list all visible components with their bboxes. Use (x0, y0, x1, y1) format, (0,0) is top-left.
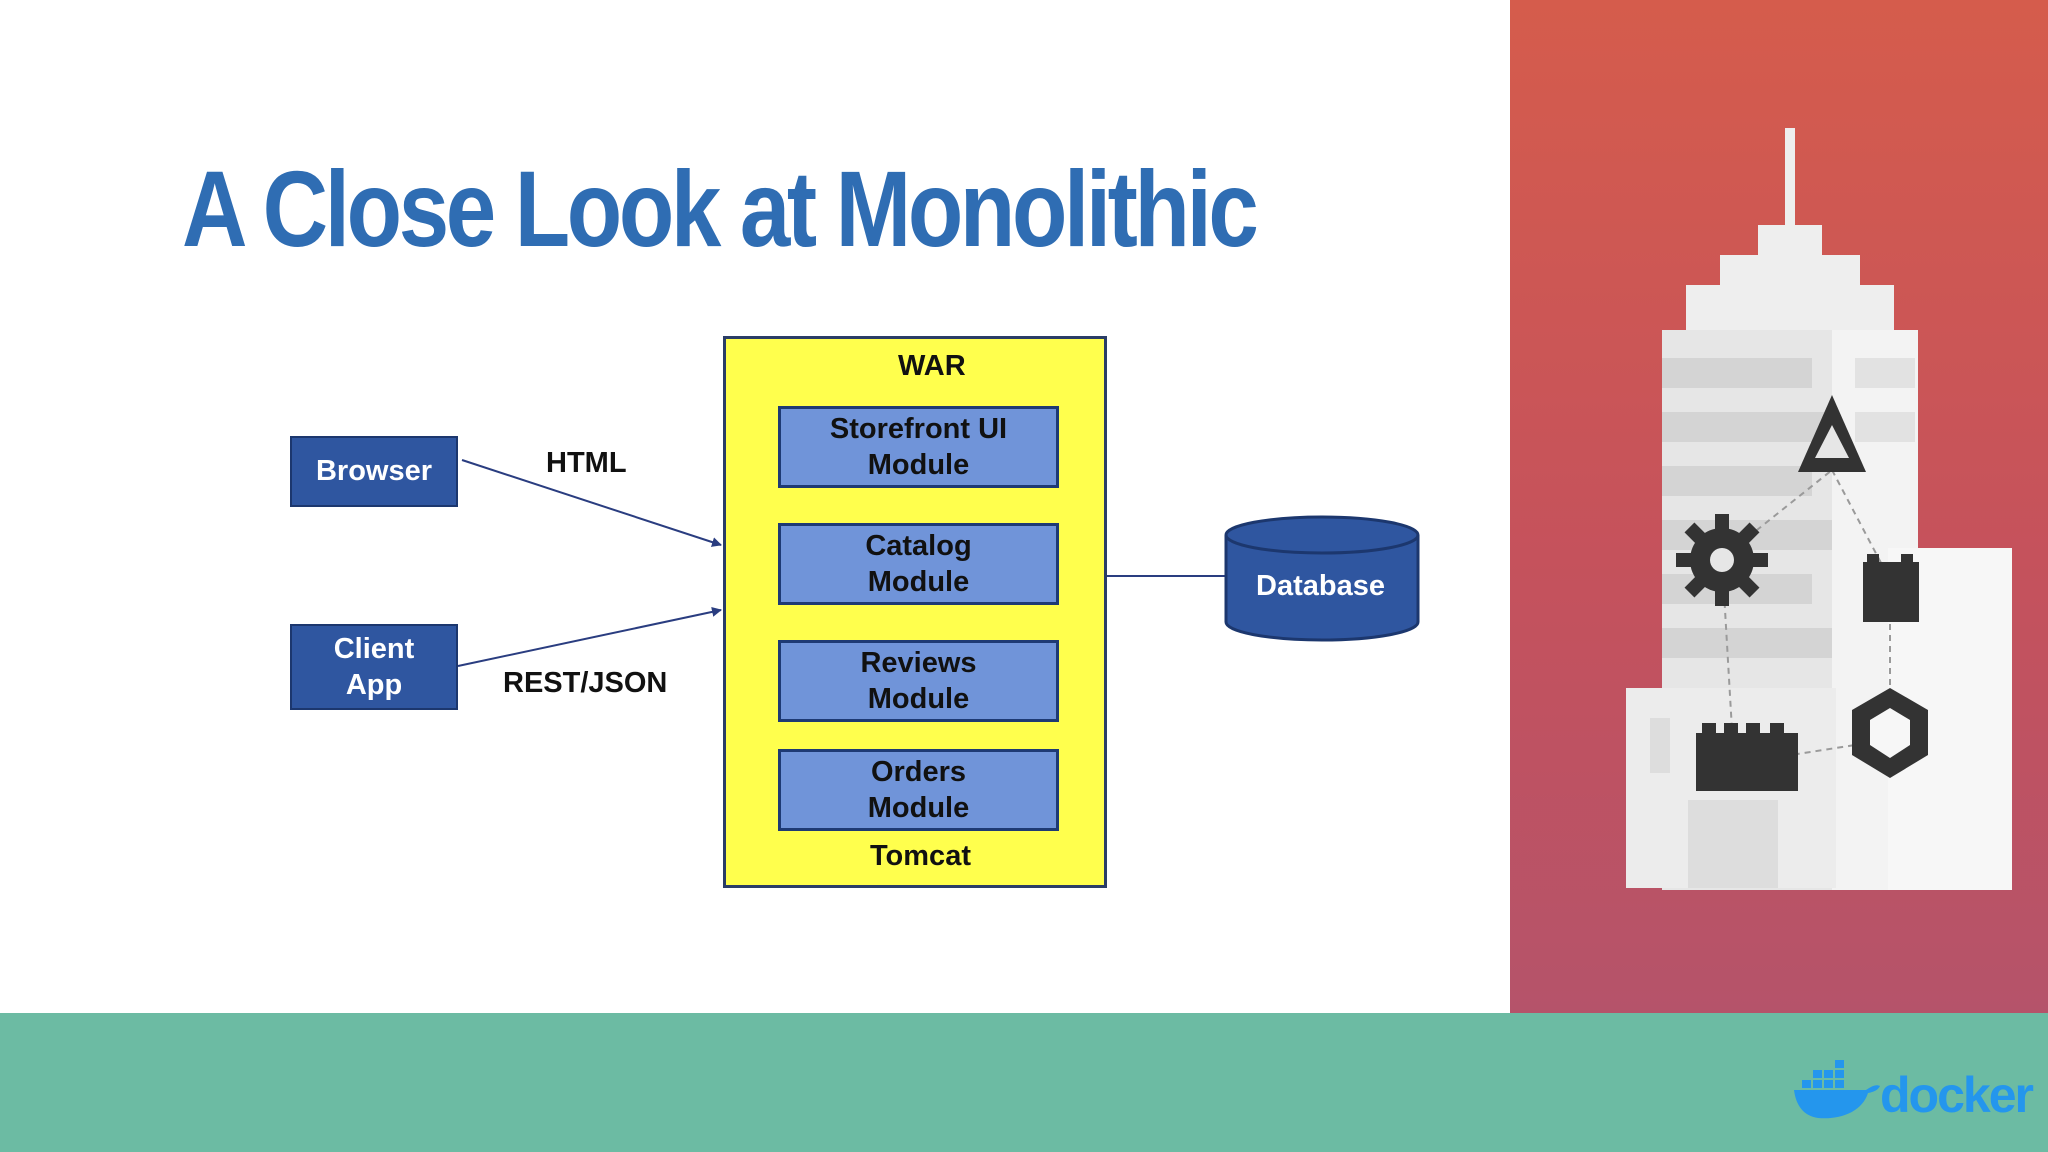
gear-icon (1676, 514, 1768, 606)
tomcat-label: Tomcat (870, 840, 971, 872)
module-storefront-ui: Storefront UI Module (778, 406, 1059, 488)
brick-icon (1696, 723, 1798, 791)
war-label: WAR (898, 350, 966, 382)
html-label: HTML (546, 447, 627, 479)
module-reviews: Reviews Module (778, 640, 1059, 722)
slide-title: A Close Look at Monolithic (182, 148, 1259, 269)
delta-icon (1798, 395, 1866, 472)
database-cylinder (1224, 515, 1420, 642)
database-label: Database (1256, 570, 1385, 602)
client-app-label: Client App (333, 632, 415, 701)
docker-logo-text: docker (1880, 1067, 2034, 1123)
diagram-connectors (457, 459, 1420, 667)
hexagon-icon (1852, 688, 1928, 778)
building-illustration (1626, 128, 2012, 890)
browser-label: Browser (315, 455, 433, 488)
module-catalog: Catalog Module (778, 523, 1059, 605)
slide-canvas: A Close Look at Monolithic Browser Clien… (182, 148, 1420, 888)
block-icon (1863, 554, 1919, 622)
module-orders: Orders Module (778, 749, 1059, 831)
client-app-box: Client App (290, 624, 458, 710)
footer-band (0, 1013, 2048, 1152)
docker-whale-icon (1794, 1060, 1880, 1119)
rest-arrow (457, 606, 722, 667)
browser-box: Browser (290, 436, 458, 507)
side-panel (1510, 0, 2048, 1013)
rest-json-label: REST/JSON (503, 667, 668, 699)
html-arrow (461, 459, 722, 547)
